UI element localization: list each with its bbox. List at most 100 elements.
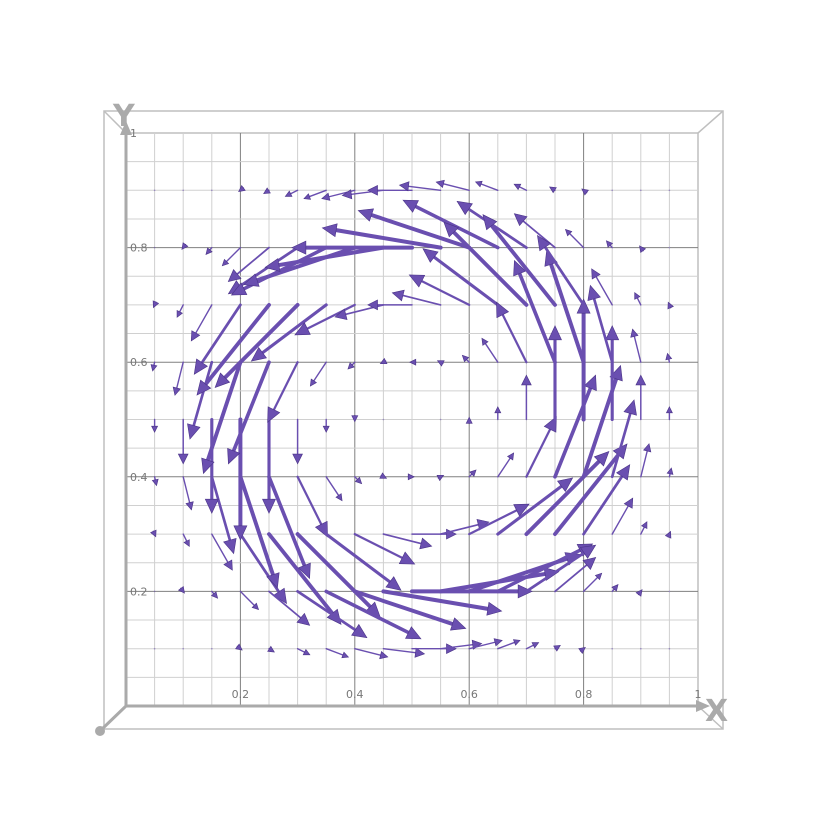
field-arrow [211,189,213,192]
y-tick-label: 0.4 [130,471,148,484]
field-arrow [465,416,473,424]
frame-corner-tr [697,110,724,134]
field-arrow [296,648,311,656]
field-arrow [296,475,328,538]
field-arrow [296,590,368,639]
field-arrow [238,474,280,589]
field-arrow [324,589,422,640]
field-arrow [379,472,388,479]
y-tick-label: 0.2 [130,585,148,598]
field-arrow [553,644,561,652]
field-arrow [227,246,270,282]
field-arrow [664,530,672,539]
field-arrow [611,189,613,192]
field-arrow [549,186,557,194]
field-arrow [153,189,156,192]
field-arrow [668,246,671,249]
field-arrow [513,259,557,365]
field-arrow [153,590,156,593]
z-axis-line [98,704,128,733]
field-arrow [382,647,426,658]
field-arrow [239,590,260,611]
field-arrow [177,586,185,594]
y-tick-label: 1 [130,127,137,140]
field-arrow [367,184,413,196]
field-arrow [357,208,472,250]
field-arrow [182,533,190,548]
field-arrow [193,303,242,375]
field-arrow [668,647,671,650]
field-arrow [667,301,674,310]
field-arrow [436,474,445,482]
field-arrow [408,274,471,307]
frame-corner-tl [103,110,127,134]
field-arrow [611,647,613,650]
field-arrow [582,572,603,593]
field-arrow [640,443,652,478]
y-tick-label: 0.8 [130,242,148,255]
field-arrow [630,328,642,363]
field-arrow [468,469,477,478]
field-arrow [354,476,363,485]
field-arrow [267,361,299,423]
x-tick-label: 0.6 [460,688,478,701]
field-arrow [497,452,515,478]
field-arrow [496,477,574,536]
field-arrow [407,473,415,481]
field-arrow [351,415,359,423]
field-arrow [481,337,499,363]
field-arrow [582,464,631,536]
field-arrow [182,647,184,650]
field-arrow [640,521,648,535]
field-arrow [587,284,614,364]
field-arrow [578,646,586,654]
field-arrow [324,532,402,591]
field-arrow [411,528,457,540]
field-arrow [353,532,416,565]
field-arrow [182,476,194,511]
field-arrow [210,475,237,555]
field-arrow [391,289,442,306]
field-arrow [513,183,528,192]
x-axis-arrowhead [696,700,710,712]
field-arrow [666,467,674,478]
field-arrow [182,189,184,192]
field-arrow [525,642,540,650]
field-arrow [639,245,647,253]
field-arrow [521,374,532,421]
axes [95,121,710,736]
field-arrow [474,180,499,192]
field-arrow [151,476,159,487]
field-arrow [187,360,214,440]
field-arrow [151,418,159,433]
field-arrow [525,416,557,478]
field-arrow [150,529,157,538]
x-tick-label: 0.2 [232,688,250,701]
field-arrow [153,647,156,650]
y-axis-title: Y [112,99,136,134]
field-arrow [264,245,386,272]
field-arrow [548,325,562,422]
frame-corner-br [697,705,724,730]
field-arrow [554,557,597,593]
field-arrow [461,354,470,363]
x-axis-title: X [705,694,728,729]
field-arrow [153,246,156,249]
field-arrow [611,497,634,535]
field-arrow [250,303,328,362]
field-arrow [494,406,502,421]
field-arrow [211,533,233,571]
field-arrow [482,214,557,307]
x-tick-label: 0.4 [346,688,364,701]
field-arrow [605,240,614,249]
field-arrow [640,189,642,192]
field-arrow [605,325,620,422]
frame-outer [103,110,724,730]
field-arrow [347,361,356,370]
field-arrow [309,361,327,387]
field-arrow [496,301,528,364]
field-arrow [439,418,442,421]
field-arrow [172,361,184,396]
